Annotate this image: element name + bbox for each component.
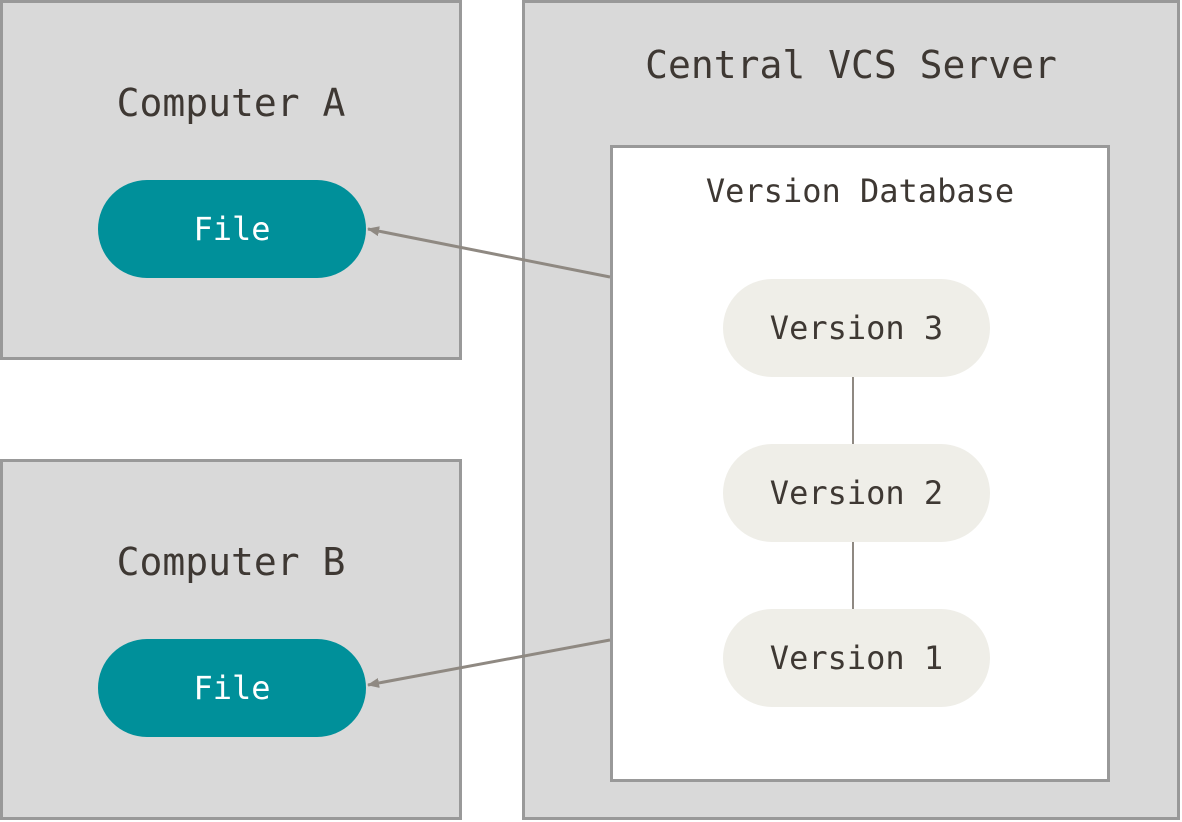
computer-a-box: Computer A: [0, 0, 462, 360]
computer-b-file: File: [98, 639, 366, 737]
version-2: Version 2: [723, 444, 990, 542]
version-database-title: Version Database: [705, 172, 1015, 210]
arrow-to-computer-a: [368, 229, 611, 279]
computer-a-file: File: [98, 180, 366, 278]
version-3: Version 3: [723, 279, 990, 377]
computer-a-title: Computer A: [116, 81, 346, 125]
central-server-title: Central VCS Server: [645, 43, 1057, 87]
version-1: Version 1: [723, 609, 990, 707]
arrow-to-computer-b: [368, 638, 611, 685]
computer-b-title: Computer B: [116, 540, 346, 584]
